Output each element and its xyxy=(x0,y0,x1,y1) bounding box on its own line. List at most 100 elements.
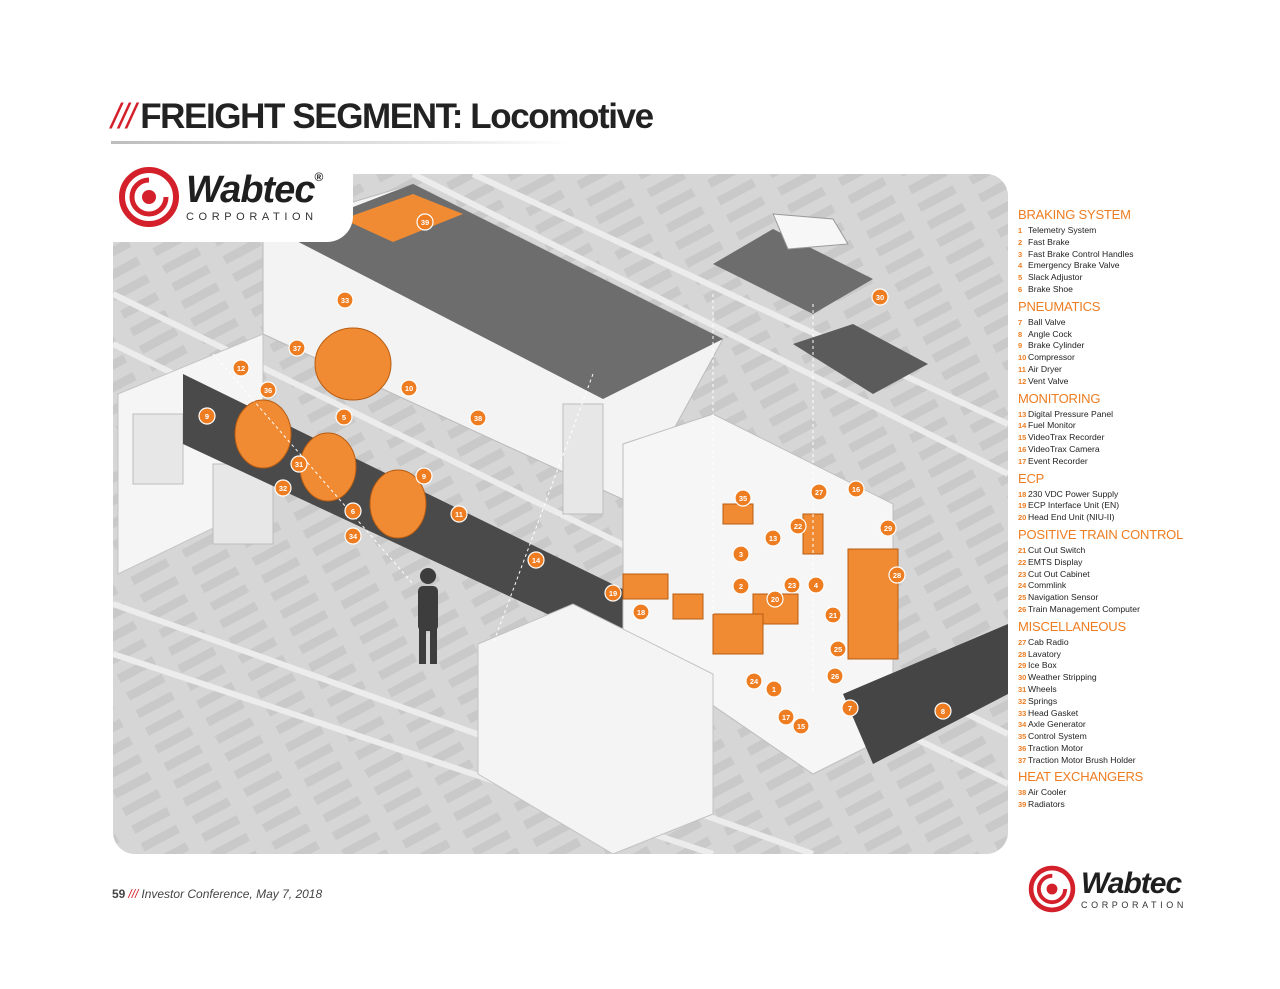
svg-text:13: 13 xyxy=(769,534,777,543)
svg-text:17: 17 xyxy=(782,713,790,722)
callout-5: 5 xyxy=(335,408,353,426)
svg-text:23: 23 xyxy=(788,581,796,590)
cab-top-housing xyxy=(713,229,873,314)
callout-7: 7 xyxy=(841,699,859,717)
title-slashes: /// xyxy=(111,97,136,136)
callout-12: 12 xyxy=(232,359,250,377)
svg-text:27: 27 xyxy=(815,488,823,497)
svg-text:30: 30 xyxy=(876,293,884,302)
callout-4: 4 xyxy=(807,576,825,594)
cab-roof xyxy=(793,324,928,394)
callout-14: 14 xyxy=(527,551,545,569)
callout-6: 6 xyxy=(344,502,362,520)
callout-36: 36 xyxy=(259,381,277,399)
svg-text:37: 37 xyxy=(293,344,301,353)
callout-8: 8 xyxy=(934,702,952,720)
svg-text:33: 33 xyxy=(341,296,349,305)
wabtec-logo-bottom: Wabtec CORPORATION xyxy=(1028,865,1187,913)
svg-text:25: 25 xyxy=(834,645,842,654)
svg-text:20: 20 xyxy=(771,595,779,604)
svg-text:16: 16 xyxy=(852,485,860,494)
lavatory-cabinet xyxy=(847,548,899,660)
callout-17: 17 xyxy=(777,708,795,726)
legend-heading: BRAKING SYSTEM xyxy=(1018,207,1131,222)
callout-16: 16 xyxy=(847,480,865,498)
callout-11: 11 xyxy=(450,505,468,523)
callout-15: 15 xyxy=(792,717,810,735)
svg-text:7: 7 xyxy=(848,704,852,713)
callout-9b: 9 xyxy=(415,467,433,485)
locomotive-cutaway-svg: 1 2 3 4 5 6 7 8 9 9 10 11 12 13 14 15 16… xyxy=(113,174,1008,854)
svg-text:39: 39 xyxy=(421,218,429,227)
logo-corporation: CORPORATION xyxy=(186,211,318,223)
svg-text:32: 32 xyxy=(279,484,287,493)
svg-text:1: 1 xyxy=(772,685,776,694)
callout-39: 39 xyxy=(416,213,434,231)
callout-1: 1 xyxy=(765,680,783,698)
svg-text:12: 12 xyxy=(237,364,245,373)
svg-text:15: 15 xyxy=(797,722,805,731)
svg-text:21: 21 xyxy=(829,611,837,620)
svg-text:5: 5 xyxy=(342,413,346,422)
legend-heading: HEAT EXCHANGERS xyxy=(1018,769,1144,785)
footer-slashes: /// xyxy=(128,887,139,901)
slide-footer: 59///Investor Conference, May 7, 2018 xyxy=(112,887,322,901)
svg-text:26: 26 xyxy=(831,672,839,681)
svg-text:9: 9 xyxy=(422,472,426,481)
svg-text:8: 8 xyxy=(941,707,945,716)
callout-19: 19 xyxy=(604,584,622,602)
logo-wordmark-bottom: Wabtec xyxy=(1081,866,1182,900)
svg-text:31: 31 xyxy=(295,460,303,469)
legend-heading: POSITIVE TRAIN CONTROL xyxy=(1018,526,1184,542)
callout-32: 32 xyxy=(274,479,292,497)
callout-24: 24 xyxy=(745,672,763,690)
legend-heading: ECP xyxy=(1018,470,1045,486)
wheels-group xyxy=(234,327,427,539)
wabtec-emblem-icon xyxy=(1028,865,1076,913)
svg-text:38: 38 xyxy=(474,414,482,423)
wabtec-emblem-icon xyxy=(119,167,179,227)
callout-34: 34 xyxy=(344,527,362,545)
svg-text:10: 10 xyxy=(405,384,413,393)
svg-text:36: 36 xyxy=(264,386,272,395)
locomotive-cutaway-illustration: 1 2 3 4 5 6 7 8 9 9 10 11 12 13 14 15 16… xyxy=(113,174,1008,854)
callout-18: 18 xyxy=(632,603,650,621)
svg-text:29: 29 xyxy=(884,524,892,533)
callout-10: 10 xyxy=(400,379,418,397)
title-text: FREIGHT SEGMENT: Locomotive xyxy=(140,97,654,136)
page-number: 59 xyxy=(112,887,126,901)
callout-29: 29 xyxy=(879,519,897,537)
svg-text:35: 35 xyxy=(739,494,747,503)
svg-text:4: 4 xyxy=(814,581,819,590)
